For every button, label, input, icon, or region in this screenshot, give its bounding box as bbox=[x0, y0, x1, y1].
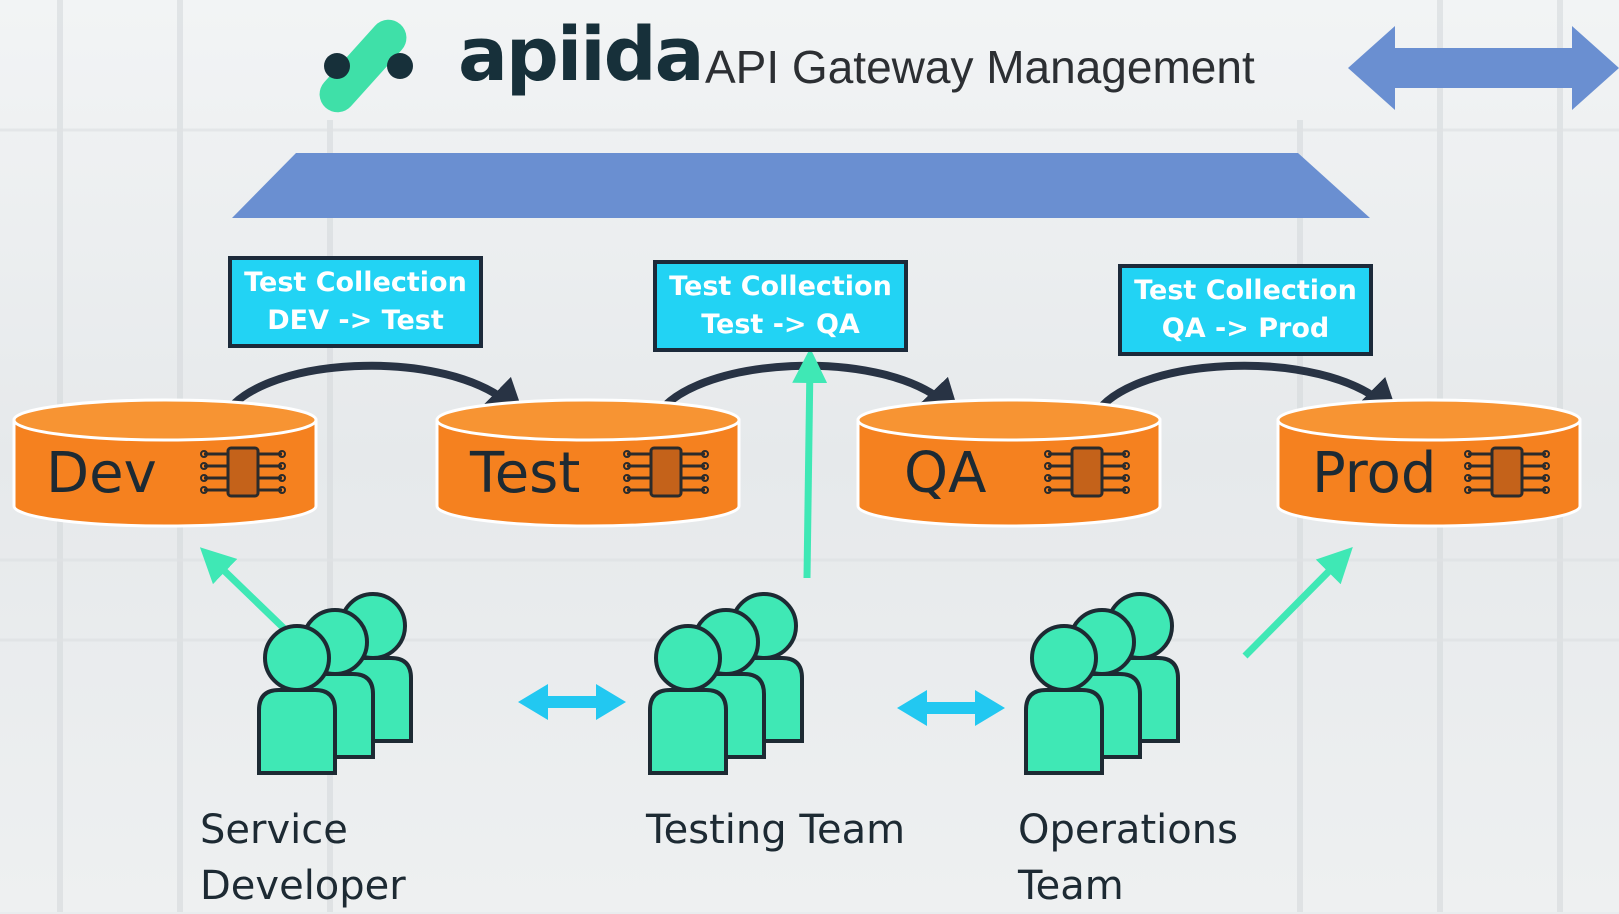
team-label-line: Testing Team bbox=[646, 807, 906, 853]
environment-prod-cylinder bbox=[1276, 398, 1582, 528]
brand-name: apiida bbox=[458, 12, 705, 98]
env-label-qa: QA bbox=[904, 441, 987, 506]
test-collection-title: Test Collection bbox=[669, 271, 892, 302]
test-collection-route: DEV -> Test bbox=[267, 305, 444, 336]
test-collection-title: Test Collection bbox=[244, 267, 467, 298]
people-group-testing-team bbox=[648, 592, 804, 775]
env-label-test: Test bbox=[470, 441, 581, 506]
page-subtitle: API Gateway Management bbox=[705, 41, 1255, 93]
team-label-line: Operations bbox=[1018, 807, 1238, 853]
person-icon bbox=[257, 624, 337, 775]
transition-arrow-qa-prod bbox=[1088, 361, 1400, 423]
chip-icon bbox=[623, 446, 709, 498]
chip-icon bbox=[200, 446, 286, 498]
test-collection-route: Test -> QA bbox=[701, 309, 860, 340]
env-label-dev: Dev bbox=[46, 441, 157, 506]
environment-test-cylinder bbox=[435, 398, 741, 528]
test-collection-qa-prod: Test Collection QA -> Prod bbox=[1118, 264, 1373, 356]
gateway-bar bbox=[232, 153, 1370, 218]
team-label-testing-team: Testing Team bbox=[646, 802, 905, 858]
transition-arrow-test-qa bbox=[650, 361, 962, 423]
test-collection-test-qa: Test Collection Test -> QA bbox=[653, 260, 908, 352]
team-label-service-developer: Service Developer bbox=[200, 802, 406, 914]
environment-qa-cylinder bbox=[856, 398, 1162, 528]
transition-arrow-dev-test bbox=[218, 361, 526, 423]
chip-icon bbox=[1464, 446, 1550, 498]
test-collection-dev-test: Test Collection DEV -> Test bbox=[228, 256, 483, 348]
qa-promote-arrow bbox=[792, 348, 828, 579]
person-icon bbox=[648, 624, 728, 775]
dev-testing-collab-arrow bbox=[518, 684, 626, 720]
testing-ops-collab-arrow bbox=[897, 690, 1005, 726]
team-label-operations-team: Operations Team bbox=[1018, 802, 1238, 914]
apiida-logo bbox=[319, 19, 413, 113]
people-group-operations-team bbox=[1024, 592, 1180, 775]
people-group-service-developer bbox=[257, 592, 413, 775]
dev-deploy-arrow bbox=[199, 547, 299, 643]
prod-deploy-arrow bbox=[1242, 547, 1353, 659]
team-label-line: Team bbox=[1018, 863, 1124, 909]
test-collection-title: Test Collection bbox=[1134, 275, 1357, 306]
test-collection-route: QA -> Prod bbox=[1161, 313, 1330, 344]
environment-dev-cylinder bbox=[12, 398, 318, 528]
chip-icon bbox=[1044, 446, 1130, 498]
double-arrow-icon bbox=[1348, 26, 1619, 110]
env-label-prod: Prod bbox=[1312, 441, 1437, 506]
team-label-line: Developer bbox=[200, 863, 406, 909]
team-label-line: Service bbox=[200, 807, 348, 853]
person-icon bbox=[1024, 624, 1104, 775]
